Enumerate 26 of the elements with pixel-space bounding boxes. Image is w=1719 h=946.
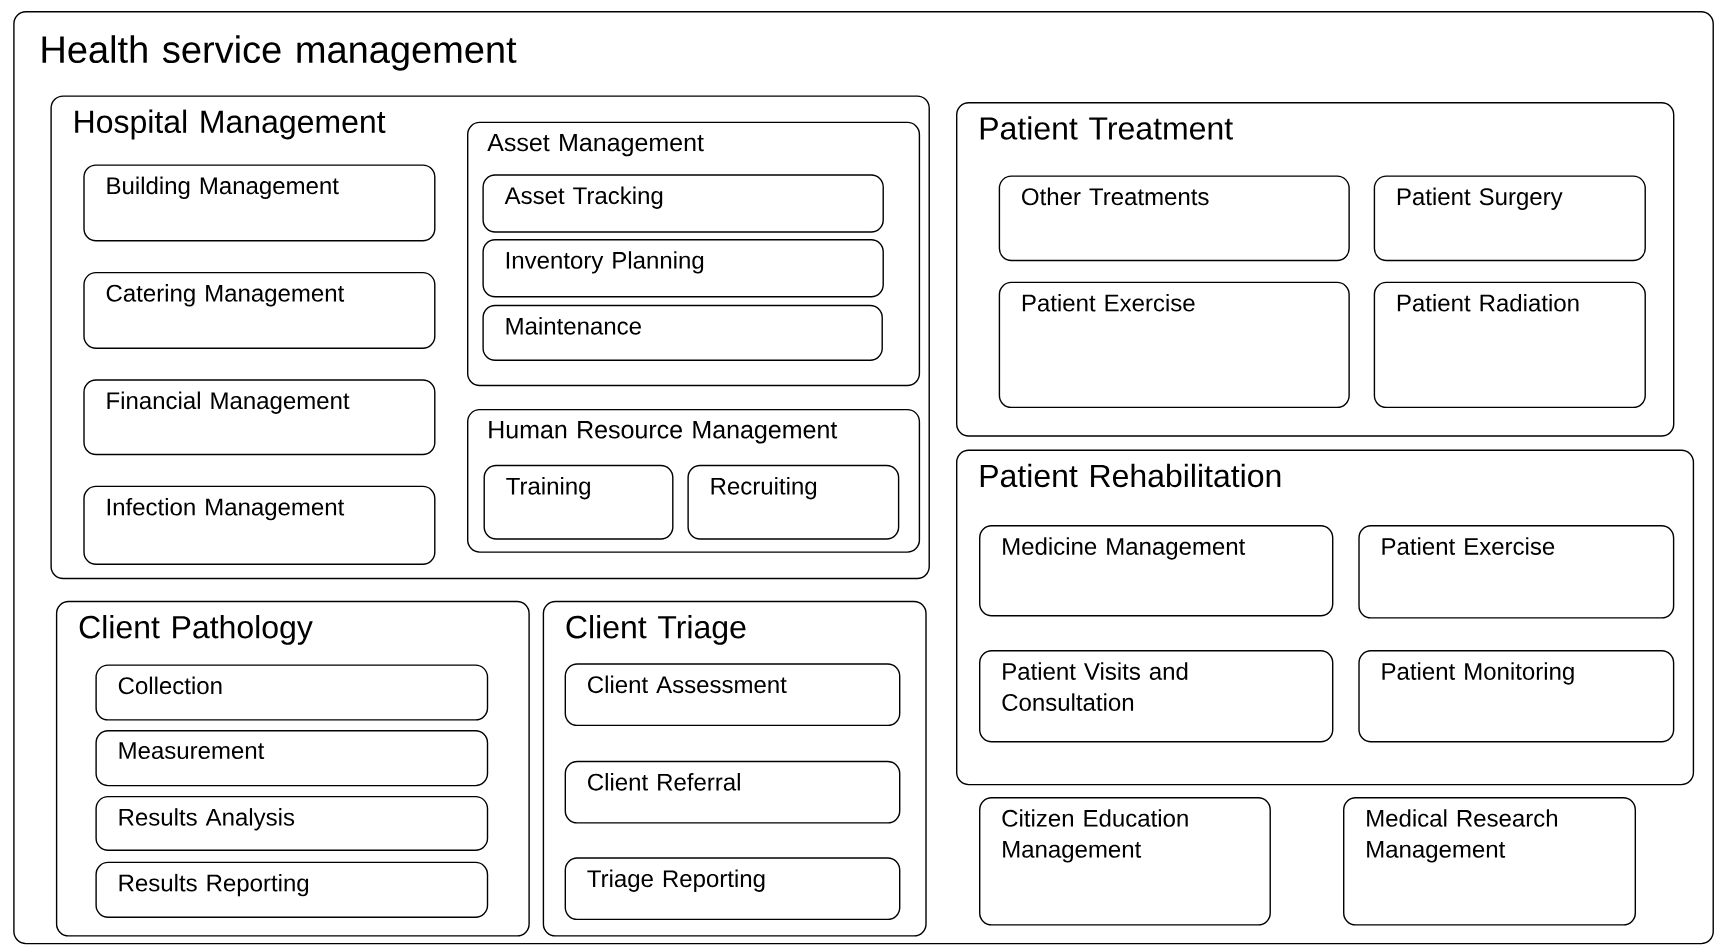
module-box: Medicine Management xyxy=(979,525,1334,617)
module-box: Asset Tracking xyxy=(482,174,884,233)
module-box: Infection Management xyxy=(83,485,436,565)
module-box: Catering Management xyxy=(83,271,436,349)
module-box: Medical Research Management xyxy=(1343,797,1636,926)
module-box: Measurement xyxy=(95,730,489,787)
module-box: Collection xyxy=(95,664,489,721)
module-box: Triage Reporting xyxy=(564,857,901,921)
module-box: Client Assessment xyxy=(564,663,901,727)
module-box: Financial Management xyxy=(83,379,436,456)
module-box: Building Management xyxy=(83,164,436,242)
module-box: Results Analysis xyxy=(95,795,489,851)
module-box: Recruiting xyxy=(687,464,900,540)
module-box: Results Reporting xyxy=(95,861,489,918)
module-box: Inventory Planning xyxy=(482,239,884,298)
module-box: Training xyxy=(483,464,674,540)
module-box: Client Referral xyxy=(564,760,901,824)
module-box: Citizen Education Management xyxy=(979,797,1271,926)
module-box: Patient Visits and Consultation xyxy=(979,650,1334,743)
module-box: Patient Exercise xyxy=(998,281,1350,409)
module-box: Patient Radiation xyxy=(1373,281,1646,409)
module-box: Patient Surgery xyxy=(1373,175,1646,262)
module-box: Maintenance xyxy=(482,304,883,361)
module-box: Other Treatments xyxy=(998,175,1350,262)
module-box: Patient Monitoring xyxy=(1358,650,1675,743)
module-box: Patient Exercise xyxy=(1358,525,1675,619)
